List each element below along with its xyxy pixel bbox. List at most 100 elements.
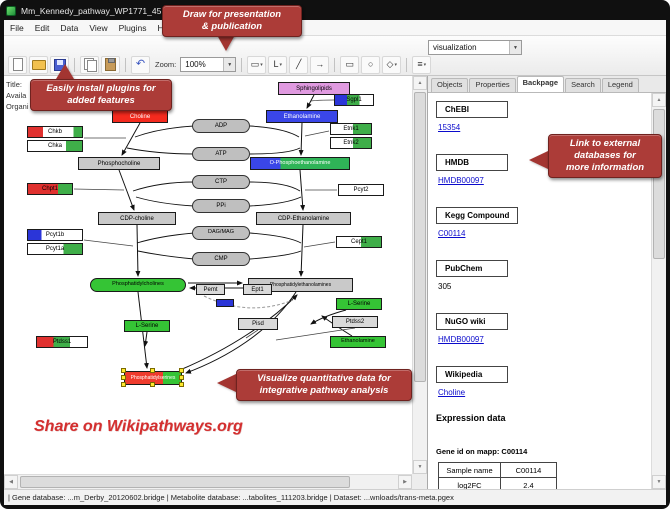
toolbar-separator [74, 57, 75, 72]
pathway-node-chka[interactable]: Chka [27, 140, 83, 152]
menu-plugins[interactable]: Plugins [118, 22, 147, 33]
pathway-node-pisd[interactable]: Pisd [238, 318, 278, 330]
selection-handle[interactable] [121, 382, 126, 387]
menu-data[interactable]: Data [60, 22, 79, 33]
rectangle-tool-icon[interactable]: ▭ [340, 55, 360, 74]
chevron-down-icon[interactable]: ▼ [223, 58, 236, 71]
datanode-tool-icon[interactable]: ▭▾ [247, 55, 267, 74]
pathway-node-ppi[interactable]: PPi [192, 199, 250, 213]
scrollbar-thumb[interactable] [20, 476, 350, 488]
line-tool-icon[interactable]: ╱ [289, 55, 309, 74]
pathway-node-cept1[interactable]: Cept1 [336, 236, 382, 248]
template-tool-icon[interactable]: ≡▾ [412, 55, 432, 74]
table-cell: C00114 [500, 462, 557, 478]
pathway-node-etnk2[interactable]: Etnk2 [330, 137, 372, 149]
pathway-node-cmp[interactable]: CMP [192, 252, 250, 266]
menu-view[interactable]: View [89, 22, 108, 33]
pathway-canvas[interactable]: Title: Availa Organi [4, 76, 412, 474]
pathway-node-choline[interactable]: Choline [112, 110, 168, 123]
scrollbar-thumb[interactable] [414, 92, 426, 382]
pathway-node-etnk1[interactable]: Etnk1 [330, 123, 372, 135]
pathway-node-mini-blue[interactable] [216, 299, 234, 307]
pathway-node-o-phosphoethanolamine[interactable]: O-Phosphoethanolamine [250, 157, 350, 170]
callout-install-plugins: Easily install plugins for added feature… [30, 79, 172, 111]
pathway-node-ethanolamine[interactable]: Ethanolamine [266, 110, 338, 123]
status-bar: | Gene database: ...m_Derby_20120602.bri… [4, 489, 666, 505]
pathway-node-adp[interactable]: ADP [192, 119, 250, 133]
tab-objects[interactable]: Objects [431, 78, 469, 92]
pathway-node-cdp-choline[interactable]: CDP-choline [98, 212, 176, 225]
pathway-node-atp[interactable]: ATP [192, 147, 250, 161]
pathway-node-pcyt2[interactable]: Pcyt2 [338, 184, 384, 196]
arrow-tool-icon[interactable]: → [310, 55, 330, 74]
wikipedia-link[interactable]: Choline [438, 388, 466, 397]
pathway-node-ptdss1[interactable]: Ptdss1 [36, 336, 88, 348]
scroll-right-icon[interactable]: ▶ [398, 475, 412, 489]
panel-vertical-scrollbar[interactable]: ▲ ▼ [651, 93, 666, 489]
selection-handle[interactable] [179, 382, 184, 387]
pathway-node-ctp[interactable]: CTP [192, 175, 250, 189]
oval-tool-icon[interactable]: ○ [361, 55, 381, 74]
app-client-area: File Edit Data View Plugins Help ↶ Zoom:… [4, 20, 666, 505]
tab-backpage[interactable]: Backpage [516, 76, 565, 92]
pathway-node-phosphatidylethanolamines[interactable]: Phosphatidylethanolamines [248, 278, 353, 292]
selection-handle[interactable] [121, 368, 126, 373]
scroll-up-icon[interactable]: ▲ [652, 93, 666, 107]
menu-edit[interactable]: Edit [34, 22, 50, 33]
title-bar[interactable]: Mm_Kennedy_pathway_WP1771_45176.gpml [6, 3, 664, 19]
gene-id-line: Gene id on mapp: C00114 [436, 447, 528, 456]
pathway-node-l-serine-right[interactable]: L-Serine [336, 298, 382, 310]
pathway-node-ptdss2[interactable]: Ptdss2 [332, 316, 378, 328]
selection-handle[interactable] [179, 368, 184, 373]
pathway-node-chkb[interactable]: Chkb [27, 126, 83, 138]
selection-handle[interactable] [121, 375, 126, 380]
scroll-down-icon[interactable]: ▼ [652, 475, 666, 489]
scroll-down-icon[interactable]: ▼ [413, 460, 427, 474]
visualization-value: visualization [433, 43, 477, 52]
backpage-section-chebi: ChEBI 15354 [436, 95, 651, 132]
pathway-node-chpt1[interactable]: Chpt1 [27, 183, 73, 195]
window-title: Mm_Kennedy_pathway_WP1771_45176.gpml [21, 6, 197, 16]
pathway-node-phosphocholine[interactable]: Phosphocholine [78, 157, 160, 170]
chevron-down-icon[interactable]: ▼ [509, 41, 521, 54]
pathway-node-dag-mag[interactable]: DAG/MAG [192, 226, 250, 240]
pathway-node-pemt[interactable]: Pemt [196, 284, 225, 295]
zoom-combobox[interactable]: 100% ▼ [180, 57, 237, 72]
tab-search[interactable]: Search [565, 78, 601, 92]
nugo-id-link[interactable]: HMDB00097 [438, 335, 484, 344]
canvas-horizontal-scrollbar[interactable]: ◀ ▶ [4, 474, 412, 489]
tab-properties[interactable]: Properties [469, 78, 516, 92]
pathway-node-phosphatidylcholines[interactable]: Phosphatidylcholines [90, 278, 186, 292]
selection-handle[interactable] [150, 382, 155, 387]
scroll-up-icon[interactable]: ▲ [413, 76, 427, 90]
scroll-left-icon[interactable]: ◀ [4, 475, 18, 489]
paste-icon[interactable] [101, 55, 120, 74]
hmdb-id-link[interactable]: HMDB00097 [438, 176, 484, 185]
copy-icon[interactable] [80, 55, 99, 74]
zoom-value: 100% [185, 60, 206, 69]
menu-file[interactable]: File [10, 22, 24, 33]
undo-icon[interactable]: ↶ [131, 55, 150, 74]
pathway-node-l-serine-left[interactable]: L-Serine [124, 320, 170, 332]
visualization-combobox[interactable]: visualization ▼ [428, 40, 522, 55]
scrollbar-thumb[interactable] [653, 109, 665, 259]
selection-handle[interactable] [150, 368, 155, 373]
db-header-wikipedia: Wikipedia [436, 366, 508, 383]
shape-tool-icon[interactable]: ◇▾ [382, 55, 402, 74]
pathway-node-ept1[interactable]: Ept1 [243, 284, 272, 295]
tab-legend[interactable]: Legend [601, 78, 639, 92]
pathway-node-pcyt1b[interactable]: Pcyt1b [27, 229, 83, 241]
canvas-vertical-scrollbar[interactable]: ▲ ▼ [412, 76, 427, 474]
pathway-node-sphingolipids[interactable]: Sphingolipids [278, 82, 350, 95]
pathway-node-ethanolamine-2[interactable]: Ethanolamine [330, 336, 386, 348]
pathway-node-pcyt1a[interactable]: Pcyt1a [27, 243, 83, 255]
chebi-id-link[interactable]: 15354 [438, 123, 461, 132]
label-tool-icon[interactable]: L▾ [268, 55, 288, 74]
pathway-node-cdp-ethanolamine[interactable]: CDP-Ethanolamine [256, 212, 351, 225]
open-folder-icon[interactable] [29, 55, 48, 74]
toolbar: ↶ Zoom: 100% ▼ ▭▾L▾╱→▭○◇▾≡▾ visualizatio… [4, 36, 666, 76]
selection-handle[interactable] [179, 375, 184, 380]
pathway-node-sgpl1[interactable]: Sgpl1 [334, 94, 374, 106]
new-file-icon[interactable] [8, 55, 27, 74]
kegg-id-link[interactable]: C00114 [438, 229, 466, 238]
